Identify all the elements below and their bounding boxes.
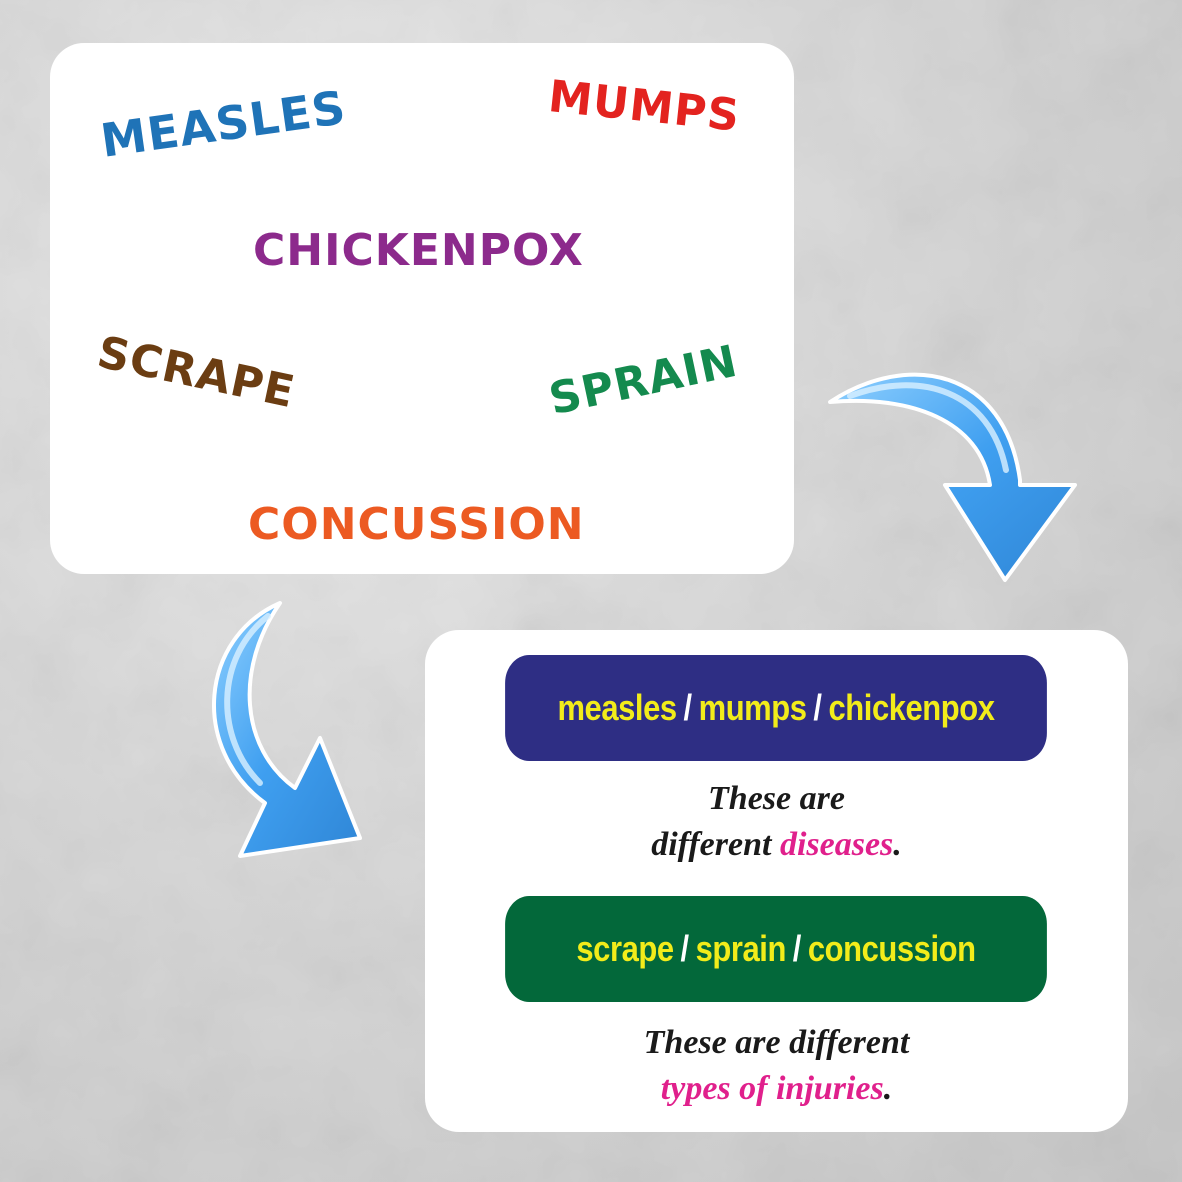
term-concussion: concussion [807, 928, 976, 969]
injuries-band: scrape / sprain / concussion [505, 896, 1047, 1002]
word-measles: MEASLES [97, 80, 350, 168]
term-mumps: mumps [698, 687, 807, 728]
term-sprain: sprain [695, 928, 787, 969]
term-scrape: scrape [576, 928, 674, 969]
separator: / [680, 928, 690, 969]
word-chickenpox: CHICKENPOX [253, 225, 584, 276]
diseases-caption: These are different diseases. [425, 776, 1128, 868]
caption-highlight-diseases: diseases [779, 826, 894, 863]
caption-line: These are different [643, 1024, 910, 1061]
injuries-caption: These are different types of injuries. [425, 1020, 1128, 1112]
curved-arrow-left-icon [212, 601, 362, 858]
curved-arrow-right-icon [828, 372, 1077, 582]
caption-line: types of injuries. [425, 1066, 1128, 1112]
caption-line: different diseases. [425, 822, 1128, 868]
caption-highlight-injuries: types of injuries [660, 1070, 884, 1107]
words-card: MEASLES MUMPS CHICKENPOX SCRAPE SPRAIN C… [50, 43, 794, 574]
result-card: measles / mumps / chickenpox These are d… [425, 630, 1128, 1132]
term-chickenpox: chickenpox [828, 687, 995, 728]
separator: / [683, 687, 693, 728]
word-sprain: SPRAIN [544, 335, 743, 426]
word-mumps: MUMPS [545, 71, 743, 142]
separator: / [792, 928, 802, 969]
caption-period: . [883, 1070, 893, 1107]
diseases-band: measles / mumps / chickenpox [505, 655, 1047, 761]
word-concussion: CONCUSSION [248, 499, 585, 550]
caption-text: different [651, 826, 780, 863]
caption-period: . [893, 826, 902, 863]
term-measles: measles [557, 687, 677, 728]
caption-line: These are [708, 780, 845, 817]
word-scrape: SCRAPE [92, 326, 300, 419]
separator: / [813, 687, 822, 728]
